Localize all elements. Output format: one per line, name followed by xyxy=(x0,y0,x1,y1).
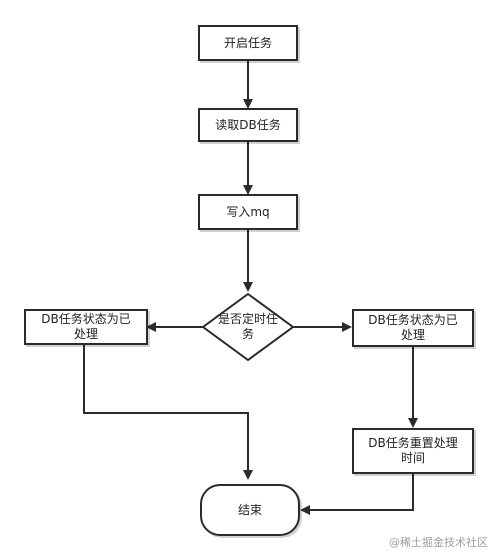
edge-reset-to-end xyxy=(300,474,414,515)
edge-left-status-to-end xyxy=(83,345,253,480)
decision-diamond xyxy=(201,292,295,362)
end-node: 结束 xyxy=(200,484,300,536)
right-status-label: DB任务状态为已 处理 xyxy=(368,313,458,342)
decision-label: 是否定时任 务 xyxy=(217,312,278,341)
start-node: 开启任务 xyxy=(198,25,298,61)
write-mq-node: 写入mq xyxy=(198,194,298,230)
reset-time-label: DB任务重置处理 时间 xyxy=(368,436,458,465)
read-db-task-node: 读取DB任务 xyxy=(198,108,298,142)
reset-time-node: DB任务重置处理 时间 xyxy=(352,428,474,474)
right-status-node: DB任务状态为已 处理 xyxy=(352,309,474,347)
write-mq-label: 写入mq xyxy=(226,204,270,219)
start-label: 开启任务 xyxy=(223,35,272,50)
left-status-label: DB任务状态为已 处理 xyxy=(41,312,131,341)
left-status-node: DB任务状态为已 处理 xyxy=(24,309,148,345)
watermark-text: @稀土掘金技术社区 xyxy=(389,536,488,549)
end-label: 结束 xyxy=(237,502,262,517)
read-db-task-label: 读取DB任务 xyxy=(215,117,281,132)
